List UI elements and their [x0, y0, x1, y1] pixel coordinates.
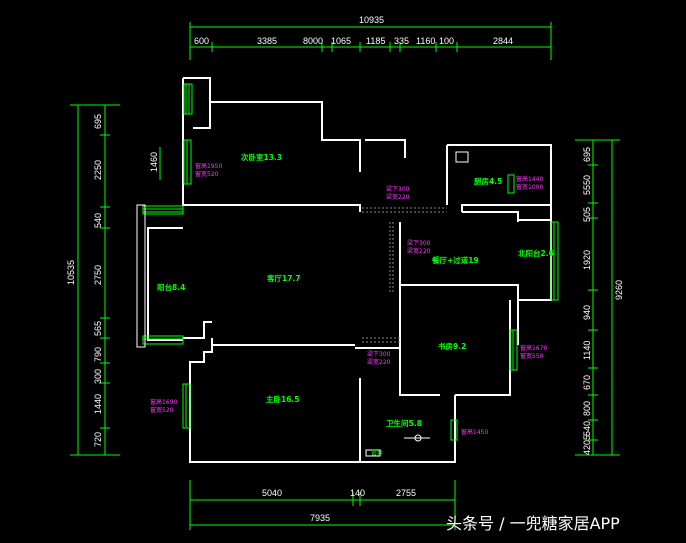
- room-master: 主卧16.5: [266, 394, 300, 404]
- top-dimension-lines: [189, 22, 552, 60]
- room-second-bedroom: 次卧室13.3: [241, 152, 282, 162]
- note: 窗高1690: [150, 398, 177, 406]
- dim-right-seg: 1920: [582, 250, 592, 270]
- dim-top-seg: 1185: [366, 36, 385, 46]
- dim-left-total: 10535: [66, 260, 76, 285]
- room-living: 客厅17.7: [266, 273, 301, 283]
- dim-left-seg: 2250: [93, 160, 103, 180]
- dim-left-seg: 565: [93, 321, 103, 336]
- dim-right-total: 9260: [614, 280, 624, 300]
- dim-right-seg: 4205: [582, 435, 592, 455]
- dim-left-seg: 695: [93, 114, 103, 129]
- dim-top-seg: 335: [394, 36, 409, 46]
- room-balcony: 阳台8.4: [157, 282, 185, 292]
- dim-top-seg: 2844: [493, 36, 513, 46]
- dim-left-seg: 790: [93, 347, 103, 362]
- dim-top-seg: 1160: [416, 36, 435, 46]
- dim-left-seg: 540: [93, 213, 103, 228]
- dim-left-seg: 2750: [93, 265, 103, 285]
- note: 窗高1950: [195, 162, 222, 170]
- room-service-balcony: 北阳台2.6: [518, 248, 554, 258]
- dim-small-left: 1460: [149, 152, 159, 172]
- dim-right-seg: 670: [582, 375, 592, 390]
- dim-top-seg: 100: [439, 36, 454, 46]
- note: 窗宽520: [150, 406, 174, 414]
- dim-bottom-seg: 5040: [262, 488, 282, 498]
- left-dimension-lines: [70, 104, 161, 456]
- note: 窗高1670: [520, 344, 547, 352]
- room-study: 书房9.2: [438, 341, 466, 351]
- dim-left-seg: 1440: [93, 394, 103, 414]
- dim-top-seg: 1065: [331, 36, 351, 46]
- note: 梁宽220: [367, 358, 391, 366]
- dim-right-seg: 695: [582, 147, 592, 162]
- dim-bottom-seg: 140: [350, 488, 365, 498]
- note: 窗高1440: [516, 175, 543, 183]
- beam-lines: [362, 207, 447, 343]
- note: 窗宽550: [520, 352, 544, 360]
- dim-bottom-total: 7935: [310, 513, 330, 523]
- note: 窗宽1000: [516, 183, 543, 191]
- dim-top-total: 10935: [359, 15, 384, 25]
- walls: [147, 77, 552, 463]
- room-bathroom: 卫生间5.8: [386, 418, 422, 428]
- dim-top-seg: 8000: [303, 36, 323, 46]
- dim-right-seg: 940: [582, 305, 592, 320]
- fixtures: [365, 151, 469, 457]
- note: 梁宽220: [386, 193, 410, 201]
- room-kitchen: 厨房4.5: [474, 176, 502, 186]
- dim-left-seg: 300: [93, 369, 103, 384]
- dim-top-seg: 600: [194, 36, 209, 46]
- dim-right-seg: 5550: [582, 175, 592, 195]
- note: 管井: [371, 449, 383, 457]
- note: 窗高1450: [461, 428, 488, 436]
- watermark: 头条号 / 一兜糖家居APP: [446, 514, 620, 533]
- dim-right-seg: 1140: [582, 341, 592, 360]
- dim-left-seg: 720: [93, 432, 103, 447]
- note: 梁下300: [386, 185, 410, 193]
- note: 窗宽520: [195, 170, 219, 178]
- dim-right-seg: 800: [582, 401, 592, 416]
- windows: [136, 83, 559, 441]
- note: 梁宽220: [407, 247, 431, 255]
- right-dimension-lines: [575, 139, 620, 456]
- dim-right-seg: 505: [582, 207, 592, 222]
- room-dining: 餐厅+过道19: [431, 255, 479, 265]
- note: 梁下300: [367, 350, 391, 358]
- note: 梁下300: [407, 239, 431, 247]
- dim-top-seg: 3385: [257, 36, 277, 46]
- dim-bottom-seg: 2755: [396, 488, 416, 498]
- dim-right-seg: 540: [582, 421, 592, 436]
- bottom-dimension-lines: [189, 480, 456, 530]
